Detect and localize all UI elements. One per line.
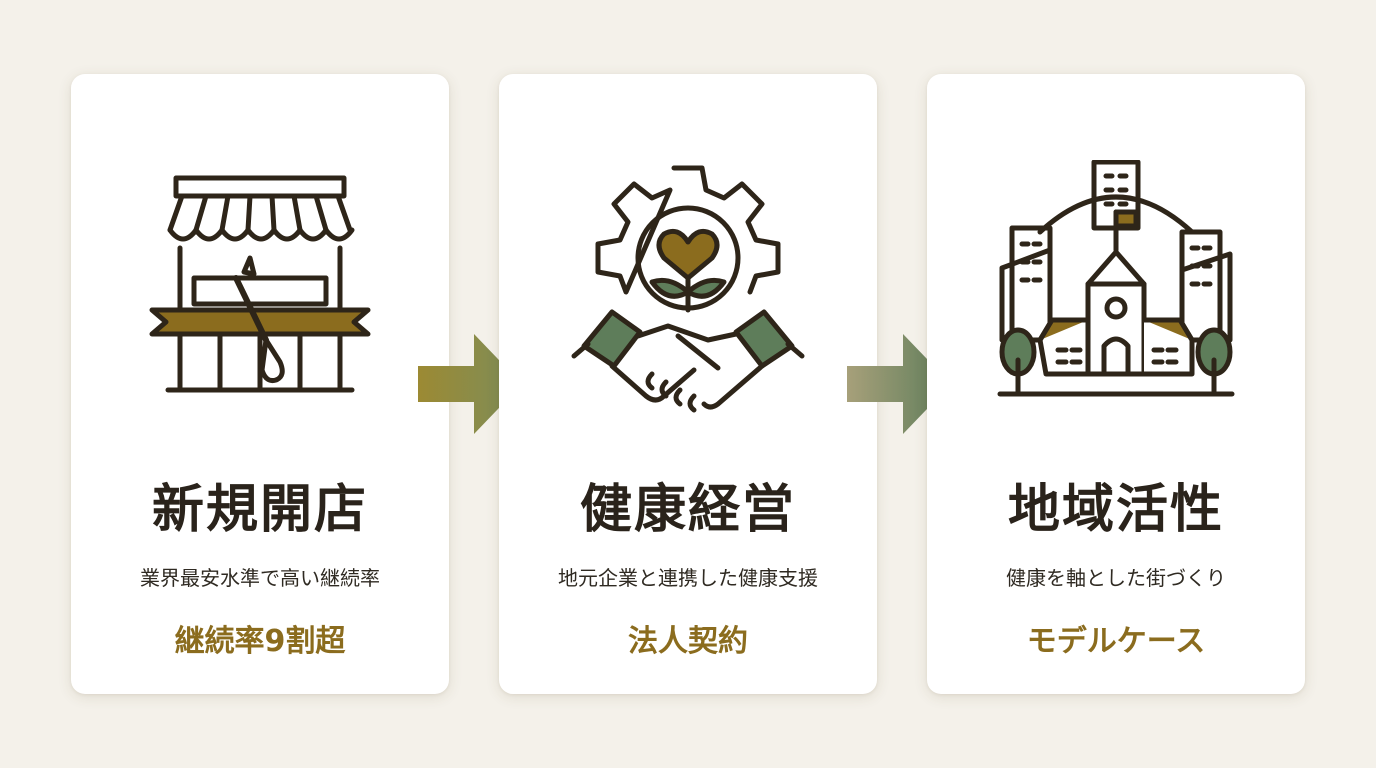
step-card-health-management: 健康経営 地元企業と連携した健康支援 法人契約 bbox=[499, 74, 877, 694]
step-highlight: モデルケース bbox=[1026, 624, 1206, 659]
step-title: 健康経営 bbox=[579, 479, 796, 540]
step-subtitle: 業界最安水準で高い継続率 bbox=[140, 566, 380, 590]
step-subtitle: 地元企業と連携した健康支援 bbox=[558, 566, 818, 590]
arrow-right-icon bbox=[418, 334, 522, 434]
step-highlight: 継続率9割超 bbox=[174, 624, 346, 659]
step-title: 地域活性 bbox=[1007, 479, 1224, 540]
step-title: 新規開店 bbox=[151, 479, 368, 540]
storefront-ribbon-cutting-icon bbox=[149, 175, 371, 393]
gear-handshake-icon bbox=[571, 165, 805, 413]
arrow-right-icon bbox=[847, 334, 951, 434]
step-card-new-store: 新規開店 業界最安水準で高い継続率 継続率9割超 bbox=[71, 74, 449, 694]
step-card-regional-revitalization: 地域活性 健康を軸とした街づくり モデルケース bbox=[927, 74, 1305, 694]
town-buildings-icon bbox=[997, 160, 1235, 397]
step-highlight: 法人契約 bbox=[628, 624, 748, 659]
step-subtitle: 健康を軸とした街づくり bbox=[1006, 566, 1226, 590]
